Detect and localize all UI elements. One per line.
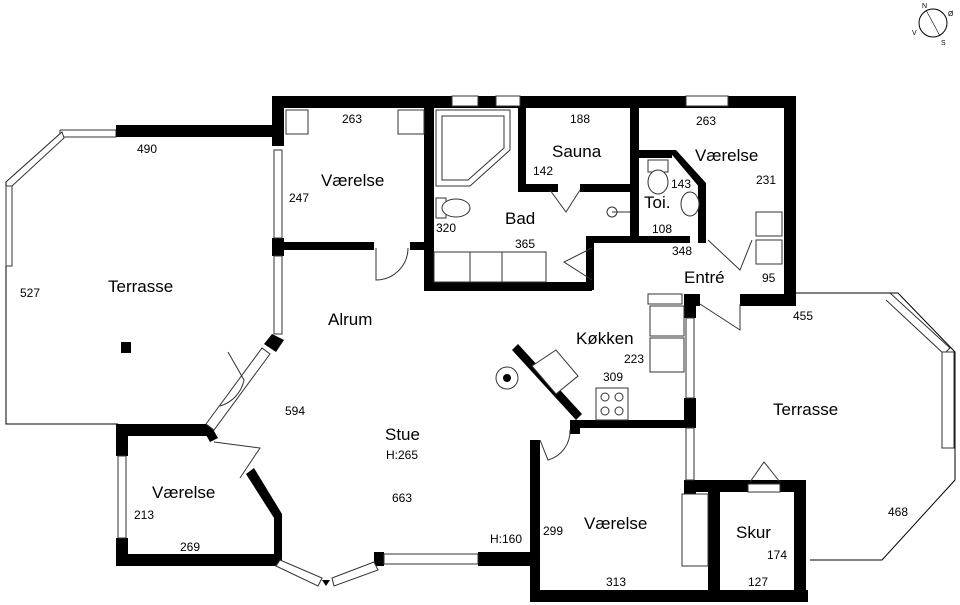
dim-label: 108 xyxy=(652,222,672,236)
room-label-bad: Bad xyxy=(505,209,535,228)
compass: N Ø S V xyxy=(912,3,954,47)
terrace-right-outline xyxy=(796,292,956,561)
dim-label: 223 xyxy=(624,352,644,366)
dim-label: 594 xyxy=(285,404,305,418)
doors xyxy=(213,189,781,483)
windows xyxy=(117,95,781,587)
room-label-toi: Toi. xyxy=(644,193,670,212)
compass-s: S xyxy=(941,40,946,47)
dim-label: 320 xyxy=(436,221,456,235)
dim-label: 527 xyxy=(20,286,40,300)
dim-label: 263 xyxy=(342,112,362,126)
room-label-vaerelse-bottom: Værelse xyxy=(584,514,647,533)
room-height-stue: H:265 xyxy=(386,448,418,462)
compass-o: Ø xyxy=(948,11,954,18)
terrace-left-outline xyxy=(5,129,119,425)
room-label-koekken: Køkken xyxy=(576,329,634,348)
dim-label: 213 xyxy=(134,508,154,522)
room-label-skur: Skur xyxy=(736,523,771,542)
room-label-sauna: Sauna xyxy=(552,142,602,161)
dim-label: 468 xyxy=(888,505,908,519)
room-height-low: H:160 xyxy=(490,532,522,546)
room-label-terrasse-right: Terrasse xyxy=(773,400,838,419)
room-label-entre: Entré xyxy=(684,268,725,287)
room-label-vaerelse-top: Værelse xyxy=(321,171,384,190)
dim-label: 231 xyxy=(756,173,776,187)
dim-label: 663 xyxy=(392,491,412,505)
room-label-stue: Stue xyxy=(385,425,420,444)
dim-label: 174 xyxy=(767,548,787,562)
dim-label: 455 xyxy=(793,309,813,323)
dim-label: 143 xyxy=(671,177,691,191)
dim-label: 299 xyxy=(543,524,563,538)
compass-n: N xyxy=(922,3,927,10)
dim-label: 269 xyxy=(180,540,200,554)
dim-label: 127 xyxy=(748,575,768,589)
dim-label: 490 xyxy=(137,142,157,156)
dimension-labels: 490 527 263 247 188 142 320 365 263 143 … xyxy=(20,112,908,589)
walls xyxy=(116,96,808,602)
dim-label: 309 xyxy=(603,370,623,384)
room-label-vaerelse-left: Værelse xyxy=(152,483,215,502)
dim-label: 188 xyxy=(570,112,590,126)
dim-label: 142 xyxy=(533,164,553,178)
dim-label: 348 xyxy=(672,244,692,258)
room-label-alrum: Alrum xyxy=(328,310,372,329)
dim-label: 365 xyxy=(515,237,535,251)
dim-label: 95 xyxy=(762,271,776,285)
dim-label: 313 xyxy=(606,575,626,589)
dim-label: 247 xyxy=(289,191,309,205)
room-labels: Terrasse Værelse Sauna Bad Værelse Toi. … xyxy=(108,142,838,546)
room-label-terrasse-left: Terrasse xyxy=(108,277,173,296)
room-label-vaerelse-topright: Værelse xyxy=(695,146,758,165)
dim-label: 263 xyxy=(696,114,716,128)
compass-v: V xyxy=(912,30,917,37)
fixtures xyxy=(121,109,783,567)
